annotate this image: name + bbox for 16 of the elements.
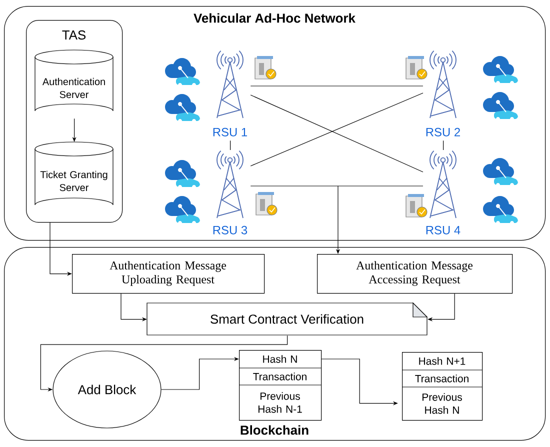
- connector: [443, 140, 444, 150]
- node-label: Authentication Server: [42, 78, 105, 98]
- block-table: Hash N Transaction Previous Hash N-1: [238, 350, 322, 421]
- connector: [230, 140, 231, 150]
- rsu-label: RSU 4: [426, 226, 460, 234]
- rsu-label: RSU 2: [426, 128, 460, 136]
- rsu-label: RSU 1: [213, 128, 247, 136]
- block-table: Hash N+1 Transaction Previous Hash N: [402, 352, 483, 421]
- panel-title: Vehicular Ad-Hoc Network: [194, 13, 356, 23]
- database-cylinder: Authentication Server: [34, 50, 114, 112]
- node-label: Ticket Granting Server: [40, 170, 108, 192]
- rsu-label: RSU 3: [213, 226, 248, 234]
- database-cylinder: Ticket Granting Server: [34, 142, 114, 206]
- process-box: Authentication Message Accessing Request: [317, 254, 513, 294]
- panel-title: Blockchain: [240, 425, 308, 435]
- process-box: Authentication Message Uploading Request: [72, 254, 265, 294]
